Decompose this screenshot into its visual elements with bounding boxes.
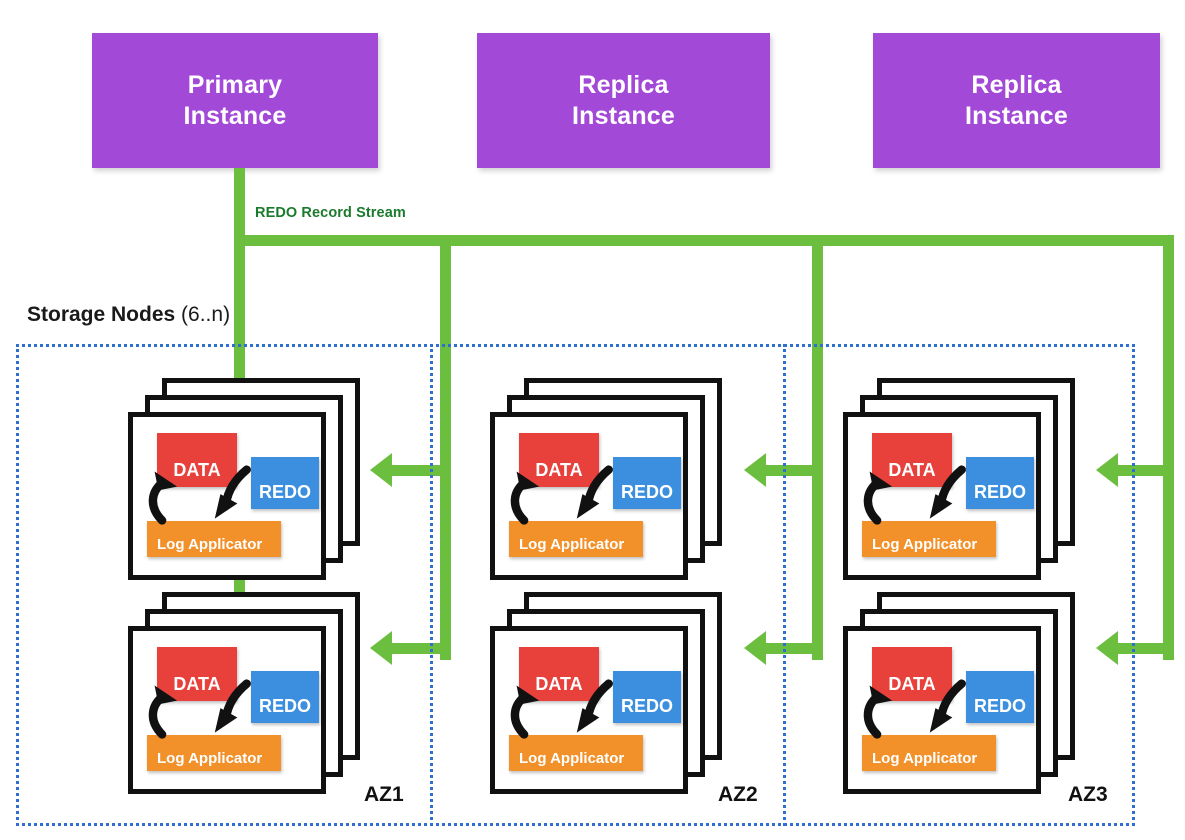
stream-drop-from-primary [234, 168, 245, 246]
storage-node-az1-top[interactable]: DATA REDO Log Applicator [128, 378, 360, 580]
data-chip: DATA [519, 647, 599, 701]
stream-arrowhead-az3-bottom [1096, 631, 1118, 665]
redo-chip: REDO [251, 457, 319, 509]
stream-arrowhead-az2-top [744, 453, 766, 487]
primary-instance-box[interactable]: Primary Instance [92, 33, 378, 168]
stream-trunk-az3 [812, 235, 823, 660]
data-chip: DATA [872, 433, 952, 487]
node-card-front: DATA REDO Log Applicator [843, 626, 1041, 794]
replica-instance-1-label: Replica Instance [571, 71, 676, 130]
replica-instance-2-box[interactable]: Replica Instance [873, 33, 1160, 168]
data-chip: DATA [157, 647, 237, 701]
data-chip: DATA [872, 647, 952, 701]
node-card-front: DATA REDO Log Applicator [490, 412, 688, 580]
az2-az3-divider [783, 344, 786, 826]
log-applicator-chip: Log Applicator [862, 735, 996, 771]
stream-arrowhead-az2-bottom [744, 631, 766, 665]
log-applicator-chip: Log Applicator [147, 735, 281, 771]
log-applicator-chip: Log Applicator [509, 521, 643, 557]
stream-horizontal-bus [234, 235, 1174, 246]
redo-chip: REDO [613, 457, 681, 509]
storage-nodes-range: (6..n) [181, 303, 231, 326]
log-applicator-chip: Log Applicator [509, 735, 643, 771]
storage-nodes-heading: Storage Nodes (6..n) [27, 303, 230, 327]
az2-label: AZ2 [718, 783, 758, 806]
storage-node-az2-bottom[interactable]: DATA REDO Log Applicator [490, 592, 722, 794]
data-chip: DATA [157, 433, 237, 487]
stream-arrowhead-az1-top [370, 453, 392, 487]
az1-label: AZ1 [364, 783, 404, 806]
storage-nodes-heading-text: Storage Nodes [27, 303, 176, 326]
storage-node-az3-top[interactable]: DATA REDO Log Applicator [843, 378, 1075, 580]
node-card-front: DATA REDO Log Applicator [128, 412, 326, 580]
stream-feeder-az1-top [392, 465, 451, 476]
redo-chip: REDO [966, 457, 1034, 509]
stream-arrowhead-az3-top [1096, 453, 1118, 487]
stream-trunk-right-edge [1163, 235, 1174, 660]
log-applicator-chip: Log Applicator [147, 521, 281, 557]
stream-feeder-az3-top [1118, 465, 1174, 476]
redo-chip: REDO [251, 671, 319, 723]
stream-trunk-az2 [440, 235, 451, 660]
node-card-front: DATA REDO Log Applicator [128, 626, 326, 794]
storage-node-az1-bottom[interactable]: DATA REDO Log Applicator [128, 592, 360, 794]
replica-instance-2-label: Replica Instance [964, 71, 1069, 130]
node-card-front: DATA REDO Log Applicator [843, 412, 1041, 580]
data-chip: DATA [519, 433, 599, 487]
stream-feeder-az3-bottom [1118, 643, 1174, 654]
az3-label: AZ3 [1068, 783, 1108, 806]
replica-instance-1-box[interactable]: Replica Instance [477, 33, 770, 168]
storage-node-az3-bottom[interactable]: DATA REDO Log Applicator [843, 592, 1075, 794]
primary-instance-label: Primary Instance [183, 71, 287, 130]
stream-feeder-az1-bottom [392, 643, 451, 654]
redo-chip: REDO [613, 671, 681, 723]
storage-nodes-container [16, 344, 1135, 826]
node-card-front: DATA REDO Log Applicator [490, 626, 688, 794]
stream-arrowhead-az1-bottom [370, 631, 392, 665]
stream-feeder-az2-top [766, 465, 823, 476]
az1-az2-divider [430, 344, 433, 826]
log-applicator-chip: Log Applicator [862, 521, 996, 557]
storage-node-az2-top[interactable]: DATA REDO Log Applicator [490, 378, 722, 580]
stream-feeder-az2-bottom [766, 643, 823, 654]
redo-chip: REDO [966, 671, 1034, 723]
redo-record-stream-label: REDO Record Stream [255, 205, 406, 221]
